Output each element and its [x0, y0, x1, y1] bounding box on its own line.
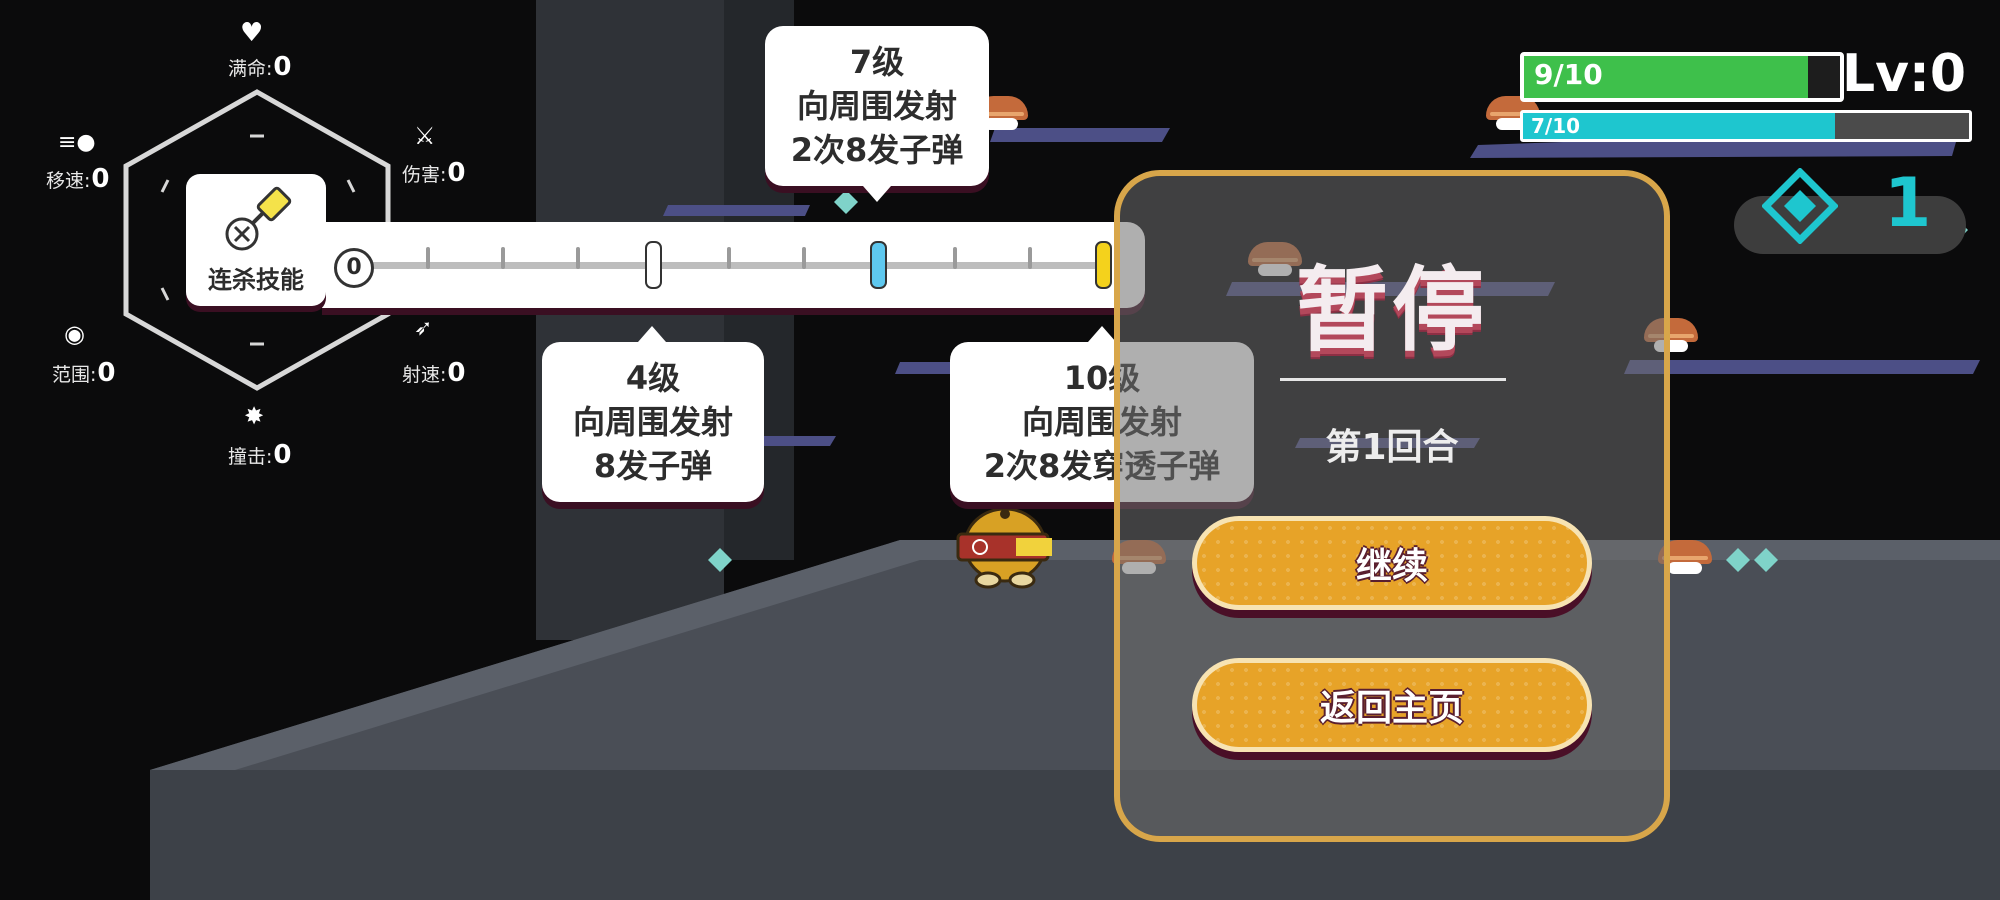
health-bar-fill — [1524, 56, 1809, 98]
impact-icon: ✸ — [244, 402, 265, 430]
stat-range: 范围:0 — [52, 358, 116, 388]
stat-value: 0 — [97, 358, 116, 388]
stat-value: 0 — [273, 52, 292, 82]
stat-value: 0 — [273, 440, 292, 470]
stat-value: 0 — [447, 158, 466, 188]
tooltip-pointer — [863, 186, 891, 202]
track-tick — [802, 247, 806, 269]
tooltip-line: 7级 — [849, 43, 905, 81]
gem-counter — [1734, 196, 1966, 254]
pause-title: 暂停 — [1295, 257, 1488, 364]
heart-icon: ♥ — [240, 18, 264, 48]
stat-impact: 撞击:0 — [228, 440, 292, 470]
tooltip-pointer — [1088, 326, 1116, 342]
stat-damage: 伤害:0 — [402, 158, 466, 188]
round-label: 第1回合 — [1325, 427, 1459, 468]
divider — [1280, 378, 1506, 381]
track-tick — [426, 247, 430, 269]
stat-speed: 移速:0 — [46, 164, 110, 194]
speed-icon: ≡● — [58, 130, 96, 155]
stat-value: 0 — [447, 358, 466, 388]
return-home-button[interactable]: 返回主页 — [1192, 658, 1592, 752]
player-character — [956, 507, 1052, 589]
gem-count: 1 — [1884, 164, 1932, 243]
stat-label: 射速: — [402, 364, 447, 386]
stat-label: 范围: — [52, 364, 97, 386]
tooltip-pointer — [638, 326, 666, 342]
xp-bar: 7/10 — [1520, 110, 1972, 142]
xp-bar-fill — [1523, 113, 1836, 139]
skill-badge: 连杀技能 — [186, 174, 326, 306]
stat-fire-rate: 射速:0 — [402, 358, 466, 388]
tooltip-level-4: 4级 向周围发射 8发子弹 — [542, 342, 764, 502]
level-10-marker[interactable] — [1095, 241, 1112, 289]
track-tick — [727, 247, 731, 269]
health-text: 9/10 — [1534, 58, 1603, 91]
range-icon: ◉ — [64, 320, 85, 348]
sword-icon: ⚔ — [414, 122, 436, 150]
track-start-label: 0 — [334, 248, 374, 288]
stat-label: 满命: — [228, 58, 273, 80]
continue-button[interactable]: 继续 — [1192, 516, 1592, 610]
tooltip-line: 向周围发射 — [572, 403, 733, 441]
level-4-marker[interactable] — [645, 241, 662, 289]
tooltip-line: 向周围发射 — [796, 87, 957, 125]
track-tick — [576, 247, 580, 269]
skill-name: 连杀技能 — [208, 266, 304, 294]
track-tick — [1028, 247, 1032, 269]
health-bar: 9/10 — [1520, 52, 1844, 102]
tooltip-line: 4级 — [625, 359, 681, 397]
track-tick — [501, 247, 505, 269]
tooltip-level-7: 7级 向周围发射 2次8发子弹 — [765, 26, 989, 186]
track-tick — [953, 247, 957, 269]
level-7-marker[interactable] — [870, 241, 887, 289]
bullets-icon: ➶ — [414, 316, 433, 341]
stat-label: 移速: — [46, 170, 91, 192]
stats-hexagon — [123, 89, 391, 391]
diamond-gem-icon — [1762, 168, 1838, 244]
stat-label: 撞击: — [228, 446, 273, 468]
tooltip-line: 8发子弹 — [593, 447, 713, 485]
tooltip-line: 2次8发子弹 — [790, 131, 964, 169]
xp-text: 7/10 — [1531, 114, 1581, 138]
stat-value: 0 — [91, 164, 110, 194]
level-text: Lv:0 — [1842, 44, 1967, 104]
crossbow-icon — [225, 186, 292, 251]
stat-label: 伤害: — [402, 164, 447, 186]
stat-hp: 满命:0 — [228, 52, 292, 82]
